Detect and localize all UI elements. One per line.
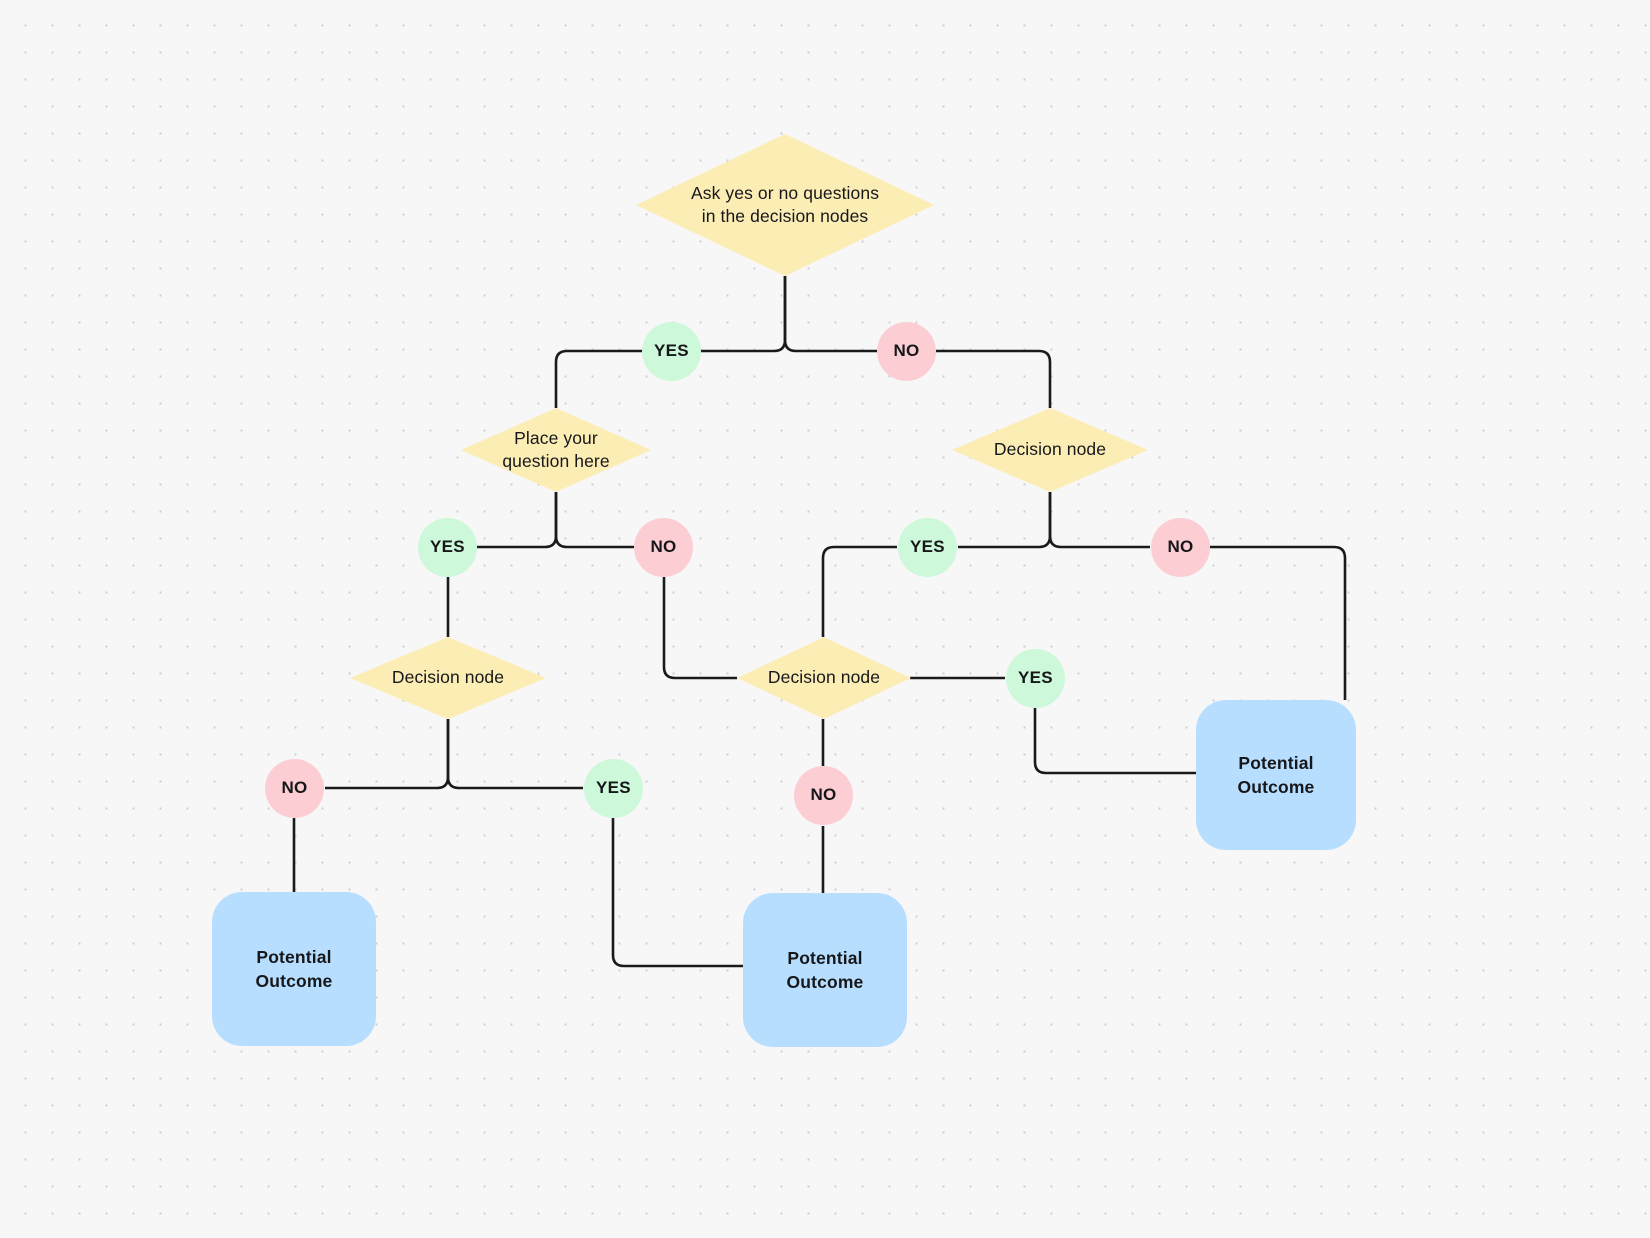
edge-yes-to-decision-left — [554, 349, 642, 408]
branch-label-no-left-text: NO — [650, 537, 677, 557]
branch-label-no-left[interactable]: NO — [634, 518, 693, 577]
potential-outcome-right-label: Potential Outcome — [1237, 752, 1315, 797]
edge-decisionright-to-yes — [958, 492, 1052, 549]
edge-decisionbl-to-no — [325, 719, 450, 790]
decision-node-place-your-question[interactable]: Place your question here — [461, 408, 651, 492]
edge-decisionleft-to-no — [554, 492, 634, 549]
potential-outcome-middle-label: Potential Outcome — [786, 947, 864, 992]
edge-rightyes-to-decision-bm — [821, 545, 897, 637]
branch-label-no-level1-text: NO — [893, 341, 920, 361]
branch-label-yes-level1[interactable]: YES — [642, 322, 701, 381]
branch-label-no-bottom-left-text: NO — [281, 778, 308, 798]
branch-label-yes-right-text: YES — [910, 537, 945, 557]
decision-node-bottom-left[interactable]: Decision node — [350, 637, 546, 719]
branch-label-no-level1[interactable]: NO — [877, 322, 936, 381]
branch-label-yes-bottom-left[interactable]: YES — [584, 759, 643, 818]
edge-decisionbl-to-yes — [446, 719, 583, 790]
branch-label-no-bottom-left[interactable]: NO — [265, 759, 324, 818]
branch-label-no-right-text: NO — [1167, 537, 1194, 557]
decision-node-root[interactable]: Ask yes or no questions in the decision … — [636, 134, 934, 276]
edge-rightno-to-outcome-right — [1210, 545, 1347, 700]
edge-no-to-decision-right — [936, 349, 1052, 408]
decision-node-bottom-middle[interactable]: Decision node — [737, 637, 911, 719]
edge-leftno-to-decision-bm — [662, 577, 737, 680]
branch-label-no-bottom-middle[interactable]: NO — [794, 766, 853, 825]
edge-root-to-no — [783, 276, 877, 353]
branch-label-no-right[interactable]: NO — [1151, 518, 1210, 577]
branch-label-yes-level1-text: YES — [654, 341, 689, 361]
decision-node-right-label: Decision node — [993, 439, 1107, 460]
potential-outcome-middle[interactable]: Potential Outcome — [743, 893, 907, 1047]
edge-blyes-to-outcome-mid — [611, 818, 743, 968]
edge-decisionright-to-no — [1048, 492, 1150, 549]
branch-label-yes-bottom-middle-text: YES — [1018, 668, 1053, 688]
edge-bmyes-to-outcome-right — [1033, 708, 1196, 775]
edge-root-to-yes — [701, 276, 787, 353]
branch-label-no-bottom-middle-text: NO — [810, 785, 837, 805]
branch-label-yes-bottom-left-text: YES — [596, 778, 631, 798]
decision-node-place-your-question-label: Place your question here — [502, 427, 610, 471]
branch-label-yes-left-text: YES — [430, 537, 465, 557]
potential-outcome-left-label: Potential Outcome — [255, 946, 333, 991]
edge-decisionleft-to-yes — [477, 492, 558, 549]
branch-label-yes-left[interactable]: YES — [418, 518, 477, 577]
decision-node-bottom-middle-label: Decision node — [767, 667, 881, 688]
decision-node-right[interactable]: Decision node — [952, 408, 1148, 492]
potential-outcome-left[interactable]: Potential Outcome — [212, 892, 376, 1046]
branch-label-yes-right[interactable]: YES — [898, 518, 957, 577]
potential-outcome-right[interactable]: Potential Outcome — [1196, 700, 1356, 850]
branch-label-yes-bottom-middle[interactable]: YES — [1006, 649, 1065, 708]
decision-node-bottom-left-label: Decision node — [391, 667, 505, 688]
decision-node-root-label: Ask yes or no questions in the decision … — [690, 182, 880, 226]
